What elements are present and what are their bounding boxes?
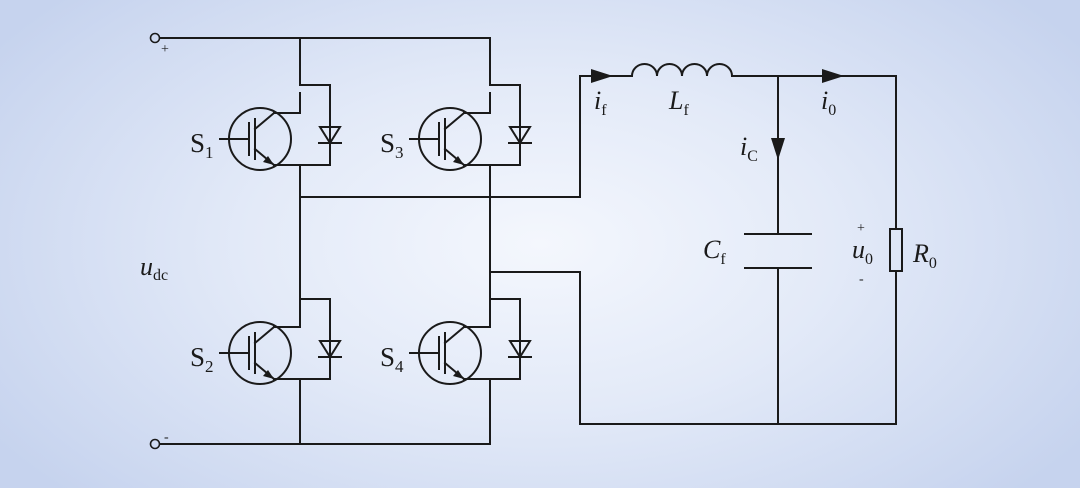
switch-label-s2: S2 [190, 342, 214, 376]
switch-s4 [409, 298, 532, 400]
capacitor-current-label: iC [740, 132, 758, 165]
filter-current-label: if [594, 86, 607, 119]
switch-s2 [219, 298, 342, 400]
capacitor-label: Cf [703, 235, 726, 268]
inductor-coil [630, 63, 734, 78]
switch-label-s3: S3 [380, 128, 404, 162]
i0-arrow [822, 69, 844, 83]
plus-terminal-sign: + [161, 42, 169, 57]
output-voltage-plus: + [857, 221, 865, 236]
output-voltage-label: u0 [852, 235, 873, 268]
switch-s1 [219, 84, 342, 186]
output-current-label: i0 [821, 86, 836, 119]
if-arrow [591, 69, 613, 83]
output-voltage-minus: - [859, 272, 864, 287]
ic-arrow [771, 138, 785, 160]
filter-network [579, 63, 903, 425]
switch-s3 [409, 84, 532, 186]
bridge-legs [299, 75, 581, 425]
switch-label-s4: S4 [380, 342, 404, 376]
switch-label-s1: S1 [190, 128, 214, 162]
inductor-label: Lf [668, 86, 689, 119]
dc-bus [149, 32, 491, 450]
input-voltage-label: udc [140, 252, 168, 284]
resistor-label: R0 [912, 239, 937, 272]
resistor-body [889, 228, 903, 272]
minus-terminal-sign: - [164, 430, 169, 445]
